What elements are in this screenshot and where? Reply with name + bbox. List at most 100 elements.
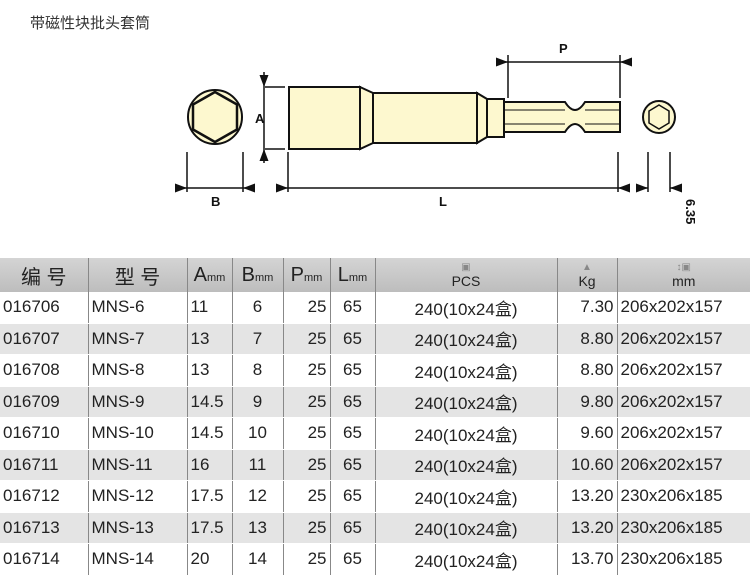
cell-pcs: 240(10x24盒) — [375, 355, 557, 387]
cell-size: 206x202x157 — [617, 292, 750, 323]
cell-code: 016710 — [0, 418, 88, 450]
cell-p: 25 — [283, 323, 330, 355]
header-b: Bmm — [232, 258, 283, 292]
cell-p: 25 — [283, 292, 330, 323]
cell-model: MNS-12 — [88, 481, 187, 513]
header-code: 编 号 — [0, 258, 88, 292]
cell-model: MNS-11 — [88, 449, 187, 481]
cell-code: 016712 — [0, 481, 88, 513]
socket-head — [289, 87, 360, 149]
cell-code: 016708 — [0, 355, 88, 387]
cell-pcs: 240(10x24盒) — [375, 418, 557, 450]
header-model: 型 号 — [88, 258, 187, 292]
cell-a: 13 — [187, 323, 232, 355]
cell-l: 65 — [330, 355, 375, 387]
cell-l: 65 — [330, 386, 375, 418]
cell-p: 25 — [283, 449, 330, 481]
label-B: B — [211, 194, 220, 209]
cell-model: MNS-14 — [88, 544, 187, 576]
socket-diagram: A B L P 6.35 — [0, 0, 750, 250]
cell-model: MNS-10 — [88, 418, 187, 450]
cell-b: 10 — [232, 418, 283, 450]
cell-l: 65 — [330, 418, 375, 450]
cell-pcs: 240(10x24盒) — [375, 323, 557, 355]
header-a: Amm — [187, 258, 232, 292]
cell-size: 230x206x185 — [617, 512, 750, 544]
cell-b: 14 — [232, 544, 283, 576]
cell-a: 14.5 — [187, 418, 232, 450]
cell-pcs: 240(10x24盒) — [375, 386, 557, 418]
cell-kg: 13.20 — [557, 512, 617, 544]
cell-p: 25 — [283, 544, 330, 576]
cell-l: 65 — [330, 512, 375, 544]
cell-model: MNS-9 — [88, 386, 187, 418]
cell-a: 17.5 — [187, 481, 232, 513]
cell-a: 20 — [187, 544, 232, 576]
cell-b: 12 — [232, 481, 283, 513]
header-p: Pmm — [283, 258, 330, 292]
hex-bit-shank — [504, 102, 620, 132]
cell-p: 25 — [283, 355, 330, 387]
cell-kg: 8.80 — [557, 355, 617, 387]
cell-b: 9 — [232, 386, 283, 418]
cell-kg: 9.60 — [557, 418, 617, 450]
cell-a: 14.5 — [187, 386, 232, 418]
cell-size: 230x206x185 — [617, 481, 750, 513]
cell-b: 8 — [232, 355, 283, 387]
cell-size: 230x206x185 — [617, 544, 750, 576]
cell-size: 206x202x157 — [617, 386, 750, 418]
cell-kg: 10.60 — [557, 449, 617, 481]
cell-pcs: 240(10x24盒) — [375, 449, 557, 481]
cell-size: 206x202x157 — [617, 449, 750, 481]
cell-l: 65 — [330, 481, 375, 513]
socket-shank — [373, 93, 477, 143]
cell-l: 65 — [330, 292, 375, 323]
box-icon: ▣ — [376, 263, 557, 273]
cell-l: 65 — [330, 544, 375, 576]
label-L: L — [439, 194, 447, 209]
cell-p: 25 — [283, 481, 330, 513]
cell-p: 25 — [283, 512, 330, 544]
table-header: 编 号 型 号 Amm Bmm Pmm Lmm ▣PCS ▲Kg ↕▣mm — [0, 258, 750, 292]
cell-pcs: 240(10x24盒) — [375, 481, 557, 513]
label-A: A — [255, 111, 265, 126]
cell-kg: 8.80 — [557, 323, 617, 355]
cell-b: 13 — [232, 512, 283, 544]
cell-b: 7 — [232, 323, 283, 355]
cell-size: 206x202x157 — [617, 355, 750, 387]
cell-size: 206x202x157 — [617, 418, 750, 450]
label-P: P — [559, 41, 568, 56]
cell-model: MNS-6 — [88, 292, 187, 323]
header-l: Lmm — [330, 258, 375, 292]
cell-a: 11 — [187, 292, 232, 323]
cell-p: 25 — [283, 386, 330, 418]
cell-model: MNS-7 — [88, 323, 187, 355]
cell-kg: 9.80 — [557, 386, 617, 418]
cell-code: 016706 — [0, 292, 88, 323]
cell-code: 016709 — [0, 386, 88, 418]
cell-code: 016713 — [0, 512, 88, 544]
cell-size: 206x202x157 — [617, 323, 750, 355]
cell-code: 016714 — [0, 544, 88, 576]
cell-pcs: 240(10x24盒) — [375, 292, 557, 323]
cell-code: 016711 — [0, 449, 88, 481]
cell-pcs: 240(10x24盒) — [375, 544, 557, 576]
header-pcs: ▣PCS — [375, 258, 557, 292]
header-size: ↕▣mm — [617, 258, 750, 292]
cell-kg: 7.30 — [557, 292, 617, 323]
cell-pcs: 240(10x24盒) — [375, 512, 557, 544]
cell-model: MNS-13 — [88, 512, 187, 544]
header-kg: ▲Kg — [557, 258, 617, 292]
cell-b: 11 — [232, 449, 283, 481]
spec-table: 编 号 型 号 Amm Bmm Pmm Lmm ▣PCS ▲Kg ↕▣mm 01… — [0, 258, 750, 576]
cell-code: 016707 — [0, 323, 88, 355]
